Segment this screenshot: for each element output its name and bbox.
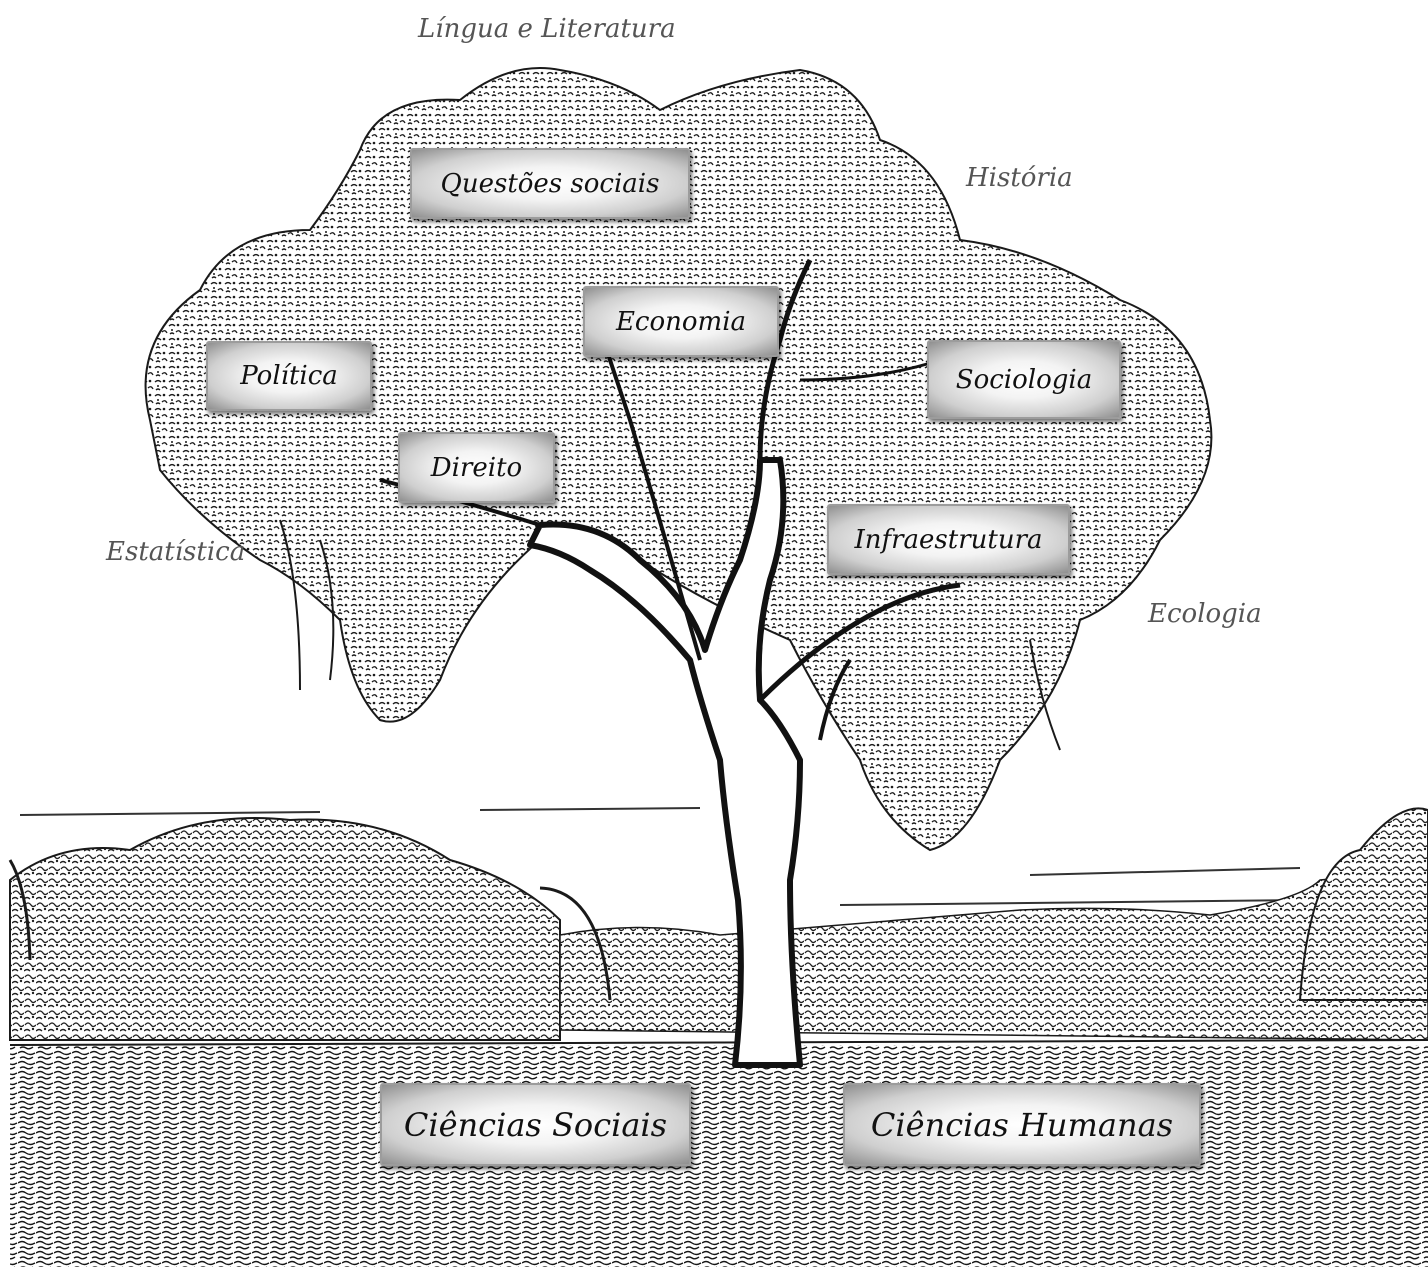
box-politica: Política bbox=[206, 341, 372, 411]
box-sociologia-label: Sociologia bbox=[956, 365, 1092, 395]
box-sociologia: Sociologia bbox=[927, 340, 1121, 419]
box-economia: Economia bbox=[583, 286, 779, 357]
box-questoes-sociais-label: Questões sociais bbox=[441, 169, 660, 199]
label-ecologia: Ecologia bbox=[1148, 599, 1262, 629]
box-economia-label: Economia bbox=[616, 307, 746, 337]
box-ciencias-humanas-label: Ciências Humanas bbox=[871, 1106, 1173, 1144]
ground-grass bbox=[10, 1045, 1428, 1267]
box-infraestrutura: Infraestrutura bbox=[827, 504, 1070, 575]
box-ciencias-humanas: Ciências Humanas bbox=[843, 1083, 1201, 1166]
box-infraestrutura-label: Infraestrutura bbox=[854, 525, 1042, 555]
box-politica-label: Política bbox=[240, 361, 338, 391]
box-direito: Direito bbox=[398, 432, 555, 503]
background-vegetation bbox=[10, 808, 1428, 1040]
box-ciencias-sociais: Ciências Sociais bbox=[380, 1083, 691, 1166]
box-questoes-sociais: Questões sociais bbox=[410, 148, 690, 219]
label-lingua-literatura: Língua e Literatura bbox=[418, 14, 676, 44]
box-direito-label: Direito bbox=[431, 453, 522, 483]
label-historia: História bbox=[966, 163, 1073, 193]
label-estatistica: Estatística bbox=[106, 537, 245, 567]
box-ciencias-sociais-label: Ciências Sociais bbox=[404, 1106, 667, 1144]
